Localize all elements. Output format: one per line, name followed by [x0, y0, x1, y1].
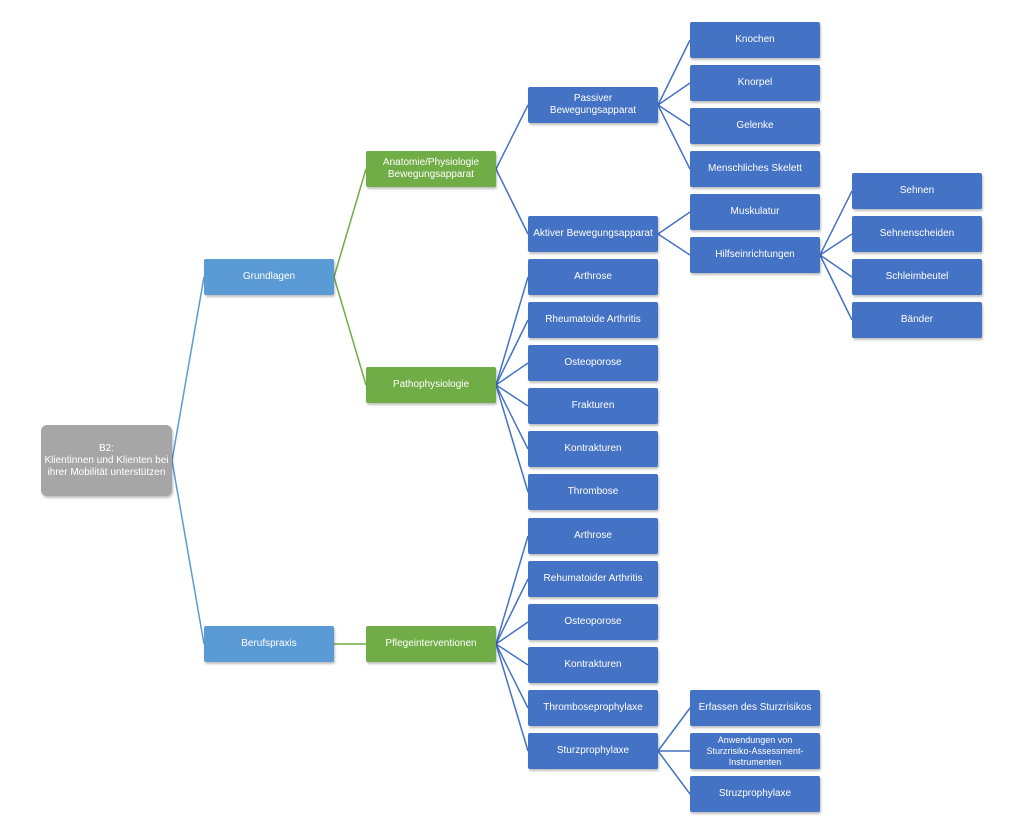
node-sehnen[interactable]: Sehnen: [852, 173, 982, 209]
node-berufspraxis[interactable]: Berufspraxis: [204, 626, 334, 662]
connector-aktiver-bewegungsapparat-to-hilfseinrichtungen: [657, 233, 691, 256]
connector-passiver-bewegungsapparat-to-knorpel: [657, 82, 691, 106]
node-patho-rheumatoide-arthritis[interactable]: Rheumatoide Arthritis: [528, 302, 658, 338]
node-sehnen-label: Sehnen: [899, 185, 935, 196]
node-grundlagen-label: Grundlagen: [242, 271, 296, 282]
connector-root-b2-to-berufspraxis: [171, 460, 205, 645]
connector-hilfseinrichtungen-to-sehnen: [819, 190, 853, 256]
node-pathophysiologie[interactable]: Pathophysiologie: [366, 367, 496, 403]
node-knochen[interactable]: Knochen: [690, 22, 820, 58]
node-anwendungen-assessment[interactable]: Anwendungen von Sturzrisiko-Assessment- …: [690, 733, 820, 769]
connector-pflegeinterventionen-to-pflege-kontrakturen: [495, 643, 529, 666]
node-aktiver-bewegungsapparat[interactable]: Aktiver Bewegungsapparat: [528, 216, 658, 252]
connector-pathophysiologie-to-patho-kontrakturen: [495, 384, 529, 450]
node-passiver-bewegungsapparat-label: Passiver Bewegungsapparat: [549, 93, 637, 116]
node-grundlagen[interactable]: Grundlagen: [204, 259, 334, 295]
node-patho-kontrakturen[interactable]: Kontrakturen: [528, 431, 658, 467]
node-sehnenscheiden[interactable]: Sehnenscheiden: [852, 216, 982, 252]
node-patho-osteoporose-label: Osteoporose: [564, 357, 622, 368]
node-pflege-arthrose-label: Arthrose: [574, 530, 612, 541]
connector-pflegeinterventionen-to-pflege-arthrose: [495, 535, 529, 645]
connector-pflegeinterventionen-to-pflege-thromboseprophylaxe: [495, 643, 529, 709]
node-pflege-kontrakturen[interactable]: Kontrakturen: [528, 647, 658, 683]
node-patho-arthrose-label: Arthrose: [574, 271, 612, 282]
node-patho-frakturen[interactable]: Frakturen: [528, 388, 658, 424]
connector-pflege-sturzprophylaxe-to-struzprophylaxe: [657, 750, 691, 795]
node-anatomie-physiologie[interactable]: Anatomie/Physiologie Bewegungsapparat: [366, 151, 496, 187]
node-pflegeinterventionen[interactable]: Pflegeinterventionen: [366, 626, 496, 662]
root-node-b2[interactable]: B2: Klientinnen und Klienten bei ihrer M…: [41, 425, 172, 496]
node-hilfseinrichtungen-label: Hilfseinrichtungen: [715, 249, 795, 260]
node-baender[interactable]: Bänder: [852, 302, 982, 338]
node-pflege-osteoporose-label: Osteoporose: [564, 616, 622, 627]
node-pflege-rehumatoider-arthritis-label: Rehumatoider Arthritis: [543, 573, 643, 584]
connector-hilfseinrichtungen-to-sehnenscheiden: [819, 233, 853, 256]
node-hilfseinrichtungen[interactable]: Hilfseinrichtungen: [690, 237, 820, 273]
connector-anatomie-physiologie-to-aktiver-bewegungsapparat: [495, 168, 529, 235]
node-muskulatur-label: Muskulatur: [730, 206, 780, 217]
node-patho-thrombose[interactable]: Thrombose: [528, 474, 658, 510]
connector-pathophysiologie-to-patho-arthrose: [495, 276, 529, 386]
connector-passiver-bewegungsapparat-to-menschliches-skelett: [657, 104, 691, 170]
node-berufspraxis-label: Berufspraxis: [241, 638, 297, 649]
connector-pathophysiologie-to-patho-thrombose: [495, 384, 529, 493]
node-struzprophylaxe-label: Struzprophylaxe: [718, 788, 792, 799]
node-pflege-kontrakturen-label: Kontrakturen: [564, 659, 622, 670]
node-gelenke-label: Gelenke: [736, 120, 774, 131]
connector-pathophysiologie-to-patho-frakturen: [495, 384, 529, 407]
node-gelenke[interactable]: Gelenke: [690, 108, 820, 144]
connector-anatomie-physiologie-to-passiver-bewegungsapparat: [495, 104, 529, 170]
node-pathophysiologie-label: Pathophysiologie: [392, 379, 470, 390]
connector-pathophysiologie-to-patho-rheumatoide-arthritis: [495, 319, 529, 386]
node-erfassen-sturzrisikos[interactable]: Erfassen des Sturzrisikos: [690, 690, 820, 726]
connector-root-b2-to-grundlagen: [171, 276, 205, 461]
root-node-label: B2: Klientinnen und Klienten bei ihrer M…: [44, 442, 169, 478]
node-patho-arthrose[interactable]: Arthrose: [528, 259, 658, 295]
node-erfassen-sturzrisikos-label: Erfassen des Sturzrisikos: [698, 702, 812, 713]
connector-hilfseinrichtungen-to-baender: [819, 254, 853, 321]
node-pflege-arthrose[interactable]: Arthrose: [528, 518, 658, 554]
connector-passiver-bewegungsapparat-to-gelenke: [657, 104, 691, 127]
connector-pflegeinterventionen-to-pflege-rehumatoider-arthritis: [495, 578, 529, 645]
node-pflege-thromboseprophylaxe-label: Thromboseprophylaxe: [543, 702, 643, 713]
node-menschliches-skelett-label: Menschliches Skelett: [708, 163, 802, 174]
node-struzprophylaxe[interactable]: Struzprophylaxe: [690, 776, 820, 812]
node-aktiver-bewegungsapparat-label: Aktiver Bewegungsapparat: [533, 228, 653, 239]
connector-hilfseinrichtungen-to-schleimbeutel: [819, 254, 853, 278]
node-menschliches-skelett[interactable]: Menschliches Skelett: [690, 151, 820, 187]
node-patho-thrombose-label: Thrombose: [567, 486, 619, 497]
node-knochen-label: Knochen: [735, 34, 775, 45]
connector-grundlagen-to-anatomie-physiologie: [333, 168, 367, 278]
node-schleimbeutel[interactable]: Schleimbeutel: [852, 259, 982, 295]
node-pflege-osteoporose[interactable]: Osteoporose: [528, 604, 658, 640]
node-anatomie-physiologie-label: Anatomie/Physiologie Bewegungsapparat: [382, 157, 480, 180]
node-passiver-bewegungsapparat[interactable]: Passiver Bewegungsapparat: [528, 87, 658, 123]
connector-pathophysiologie-to-patho-osteoporose: [495, 362, 529, 386]
node-pflege-sturzprophylaxe-label: Sturzprophylaxe: [556, 745, 630, 756]
connector-aktiver-bewegungsapparat-to-muskulatur: [657, 211, 691, 235]
node-knorpel-label: Knorpel: [737, 77, 773, 88]
node-pflege-sturzprophylaxe[interactable]: Sturzprophylaxe: [528, 733, 658, 769]
node-patho-osteoporose[interactable]: Osteoporose: [528, 345, 658, 381]
node-pflegeinterventionen-label: Pflegeinterventionen: [385, 638, 477, 649]
node-patho-kontrakturen-label: Kontrakturen: [564, 443, 622, 454]
node-knorpel[interactable]: Knorpel: [690, 65, 820, 101]
node-patho-frakturen-label: Frakturen: [571, 400, 615, 411]
connector-pflegeinterventionen-to-pflege-sturzprophylaxe: [495, 643, 529, 752]
node-schleimbeutel-label: Schleimbeutel: [885, 271, 949, 282]
connector-pflegeinterventionen-to-pflege-osteoporose: [495, 621, 529, 645]
node-sehnenscheiden-label: Sehnenscheiden: [879, 228, 955, 239]
node-patho-rheumatoide-arthritis-label: Rheumatoide Arthritis: [545, 314, 641, 325]
connector-grundlagen-to-pathophysiologie: [333, 276, 367, 386]
node-baender-label: Bänder: [900, 314, 934, 325]
node-anwendungen-assessment-label: Anwendungen von Sturzrisiko-Assessment- …: [706, 734, 804, 767]
node-pflege-thromboseprophylaxe[interactable]: Thromboseprophylaxe: [528, 690, 658, 726]
node-muskulatur[interactable]: Muskulatur: [690, 194, 820, 230]
node-pflege-rehumatoider-arthritis[interactable]: Rehumatoider Arthritis: [528, 561, 658, 597]
connector-pflege-sturzprophylaxe-to-erfassen-sturzrisikos: [657, 707, 691, 752]
connector-passiver-bewegungsapparat-to-knochen: [657, 39, 691, 106]
